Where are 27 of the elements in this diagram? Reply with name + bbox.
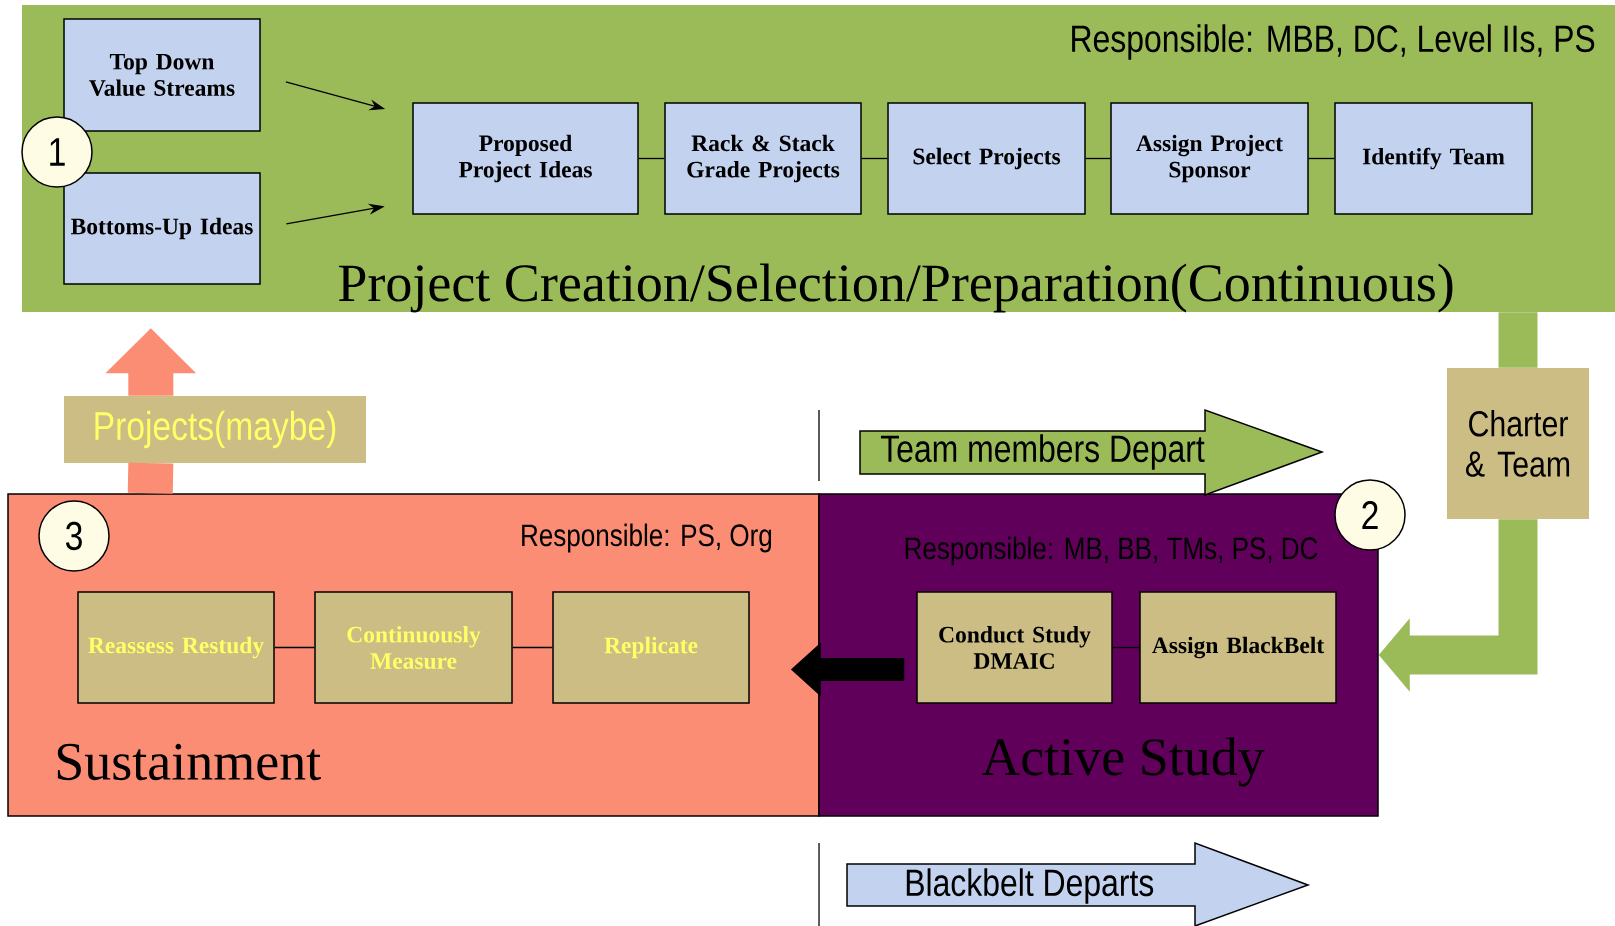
responsible-label: Responsible: PS, Org <box>522 523 772 553</box>
connector-line <box>1112 646 1140 649</box>
process-box: Identify Team <box>1334 102 1533 215</box>
connector-line <box>1085 157 1111 160</box>
process-box: Bottoms-Up Ideas <box>63 172 261 285</box>
process-box: Select Projects <box>887 102 1086 215</box>
process-box: Assign Project Sponsor <box>1110 102 1309 215</box>
process-box: Replicate <box>552 591 750 704</box>
stage-title: Active Study <box>981 737 1265 787</box>
process-box: Continuously Measure <box>314 591 513 704</box>
connector-line <box>638 157 665 160</box>
connector-line <box>861 157 888 160</box>
stage-title: Sustainment <box>57 743 321 781</box>
label-box: Charter & Team <box>1447 368 1589 519</box>
process-box: Proposed Project Ideas <box>412 102 639 215</box>
label-box: Projects(maybe) <box>64 396 366 463</box>
stage-title: Project Creation/Selection/Preparation(Continuous) <box>338 263 1453 313</box>
connector-line <box>274 646 315 649</box>
process-box: Rack & Stack Grade Projects <box>664 102 862 215</box>
connector-line <box>1308 157 1335 160</box>
process-box: Assign BlackBelt <box>1139 591 1337 704</box>
connector-line <box>512 646 553 649</box>
process-box: Top Down Value Streams <box>63 18 261 132</box>
process-box: Conduct Study DMAIC <box>916 591 1113 704</box>
process-box: Reassess Restudy <box>77 591 275 704</box>
responsible-label: Responsible: MBB, DC, Level IIs, PS <box>1072 24 1595 60</box>
responsible-label: Responsible: MB, BB, TMs, PS, DC <box>905 536 1318 566</box>
